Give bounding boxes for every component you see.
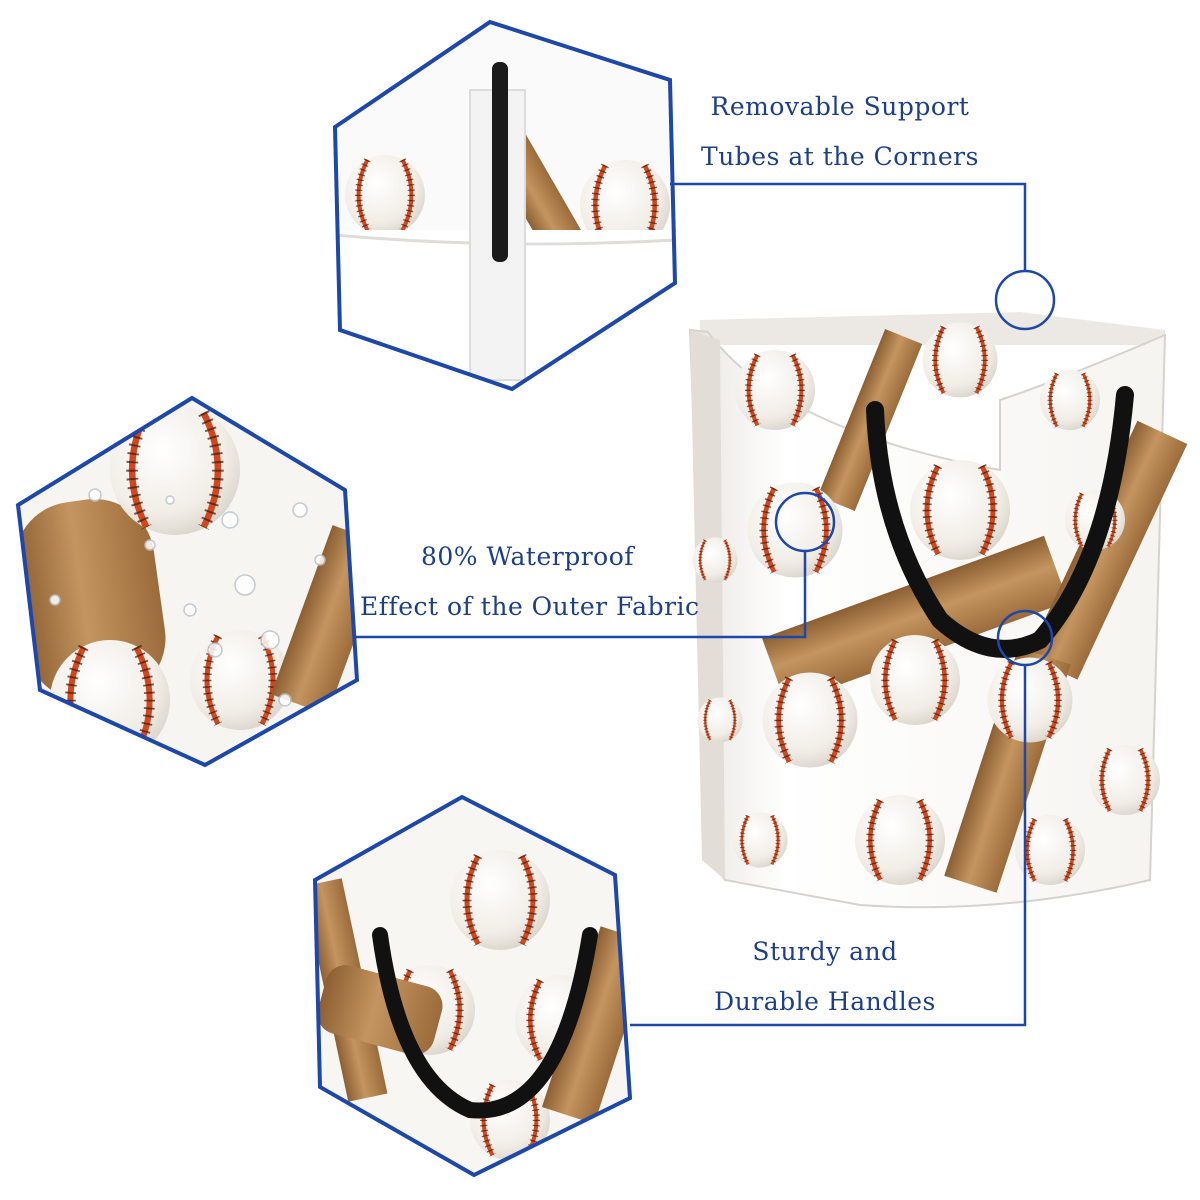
waterproof-label: 80% Waterproof Effect of the Outer Fabri…	[360, 532, 700, 632]
hexagon-frame-bottom	[312, 794, 633, 1178]
callout-connector-handles	[630, 609, 1054, 1027]
handles-label-line2: Durable Handles	[714, 987, 936, 1016]
baseball-laundry-basket	[688, 312, 1188, 909]
waterproof-label-line2: Effect of the Outer Fabric	[360, 592, 700, 621]
hexagon-frame-top	[332, 19, 678, 392]
water-droplets-closeup-hexagon	[15, 395, 360, 768]
callout-connector-support	[670, 182, 1056, 331]
handles-label-line1: Sturdy and	[752, 937, 898, 966]
hexagon-frame-middle	[15, 395, 360, 768]
basket-handle	[866, 386, 1134, 658]
support-tube-closeup-hexagon	[332, 19, 678, 392]
handle-closeup-hexagon	[312, 794, 633, 1178]
callout-connector-waterproof	[356, 491, 836, 639]
handles-label: Sturdy and Durable Handles	[700, 927, 950, 1027]
support-tubes-label: Removable Support Tubes at the Corners	[700, 82, 980, 182]
support-tubes-label-line2: Tubes at the Corners	[701, 142, 979, 171]
support-tubes-label-line1: Removable Support	[710, 92, 970, 121]
waterproof-label-line1: 80% Waterproof	[420, 542, 635, 571]
